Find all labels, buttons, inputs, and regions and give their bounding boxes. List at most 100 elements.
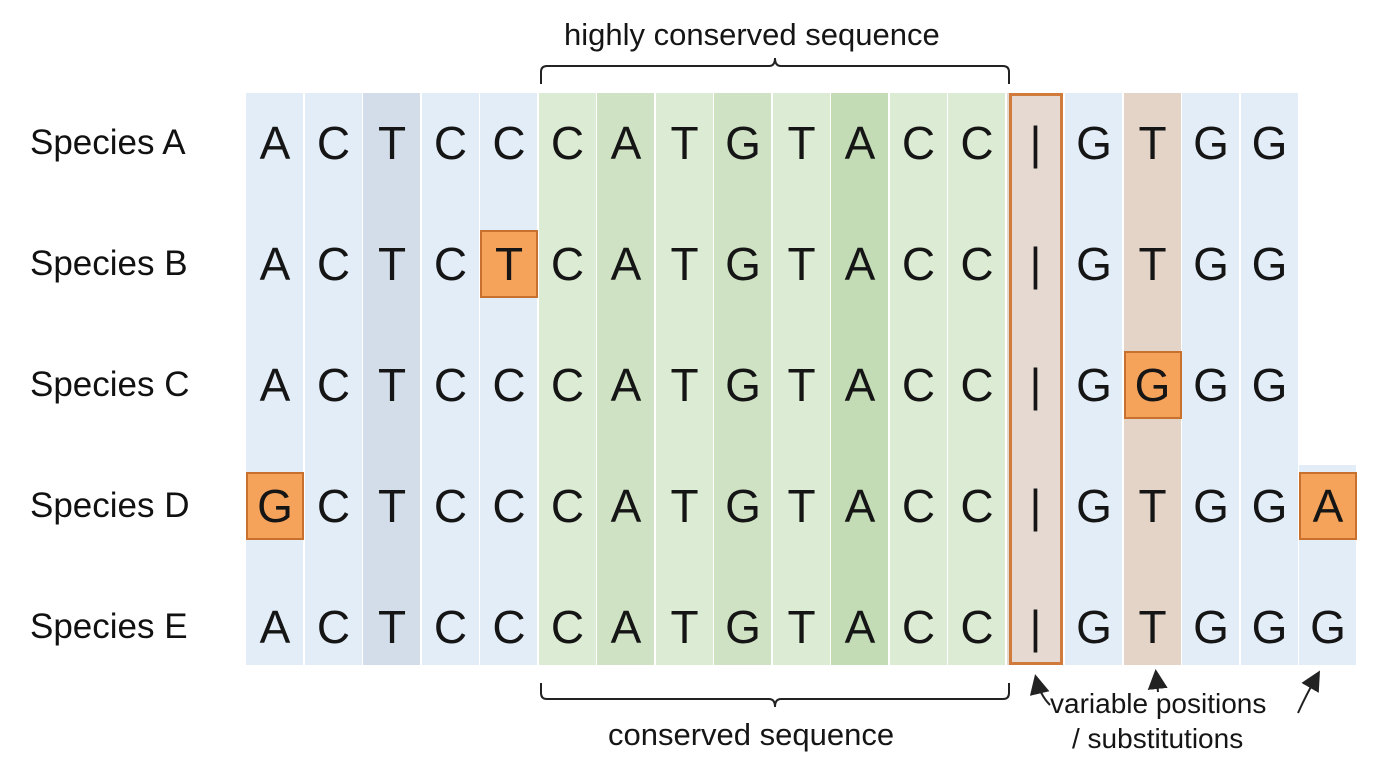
nucleotide: G [257,480,293,532]
nucleotide: C [550,359,585,411]
alignment-column-shade [889,93,947,665]
substitutions-label: / substitutions [1072,723,1244,754]
nucleotide: T [1138,480,1167,532]
nucleotide: C [316,238,351,290]
alignment-column-shade [304,93,362,665]
nucleotide: C [492,601,526,653]
species-label: Species C [30,365,190,404]
gap-marker: | [1029,480,1042,532]
alignment-column-shade [246,93,303,665]
nucleotide: C [550,601,585,653]
nucleotide: G [1251,601,1288,653]
nucleotide: G [725,359,761,411]
nucleotide: C [316,359,351,411]
nucleotide: G [1076,601,1112,653]
nucleotide: G [725,480,761,532]
alignment-column-shade [655,93,713,665]
bottom-bracket-label: conserved sequence [608,717,895,752]
nucleotide: G [1076,359,1112,411]
nucleotide: G [725,601,761,653]
nucleotide: T [787,601,816,653]
alignment-column-shade [772,93,830,665]
nucleotide: T [787,117,816,169]
nucleotide: C [492,117,526,169]
nucleotide: G [1134,359,1171,411]
gap-marker: | [1029,601,1042,653]
nucleotide: T [670,480,699,532]
nucleotide: T [787,359,816,411]
nucleotide: G [1251,480,1288,532]
nucleotide: G [1193,601,1229,653]
nucleotide: T [377,117,407,169]
nucleotide: C [433,238,468,290]
alignment-column-shade [1006,93,1062,665]
arrow-to-gap-column [1029,674,1051,706]
nucleotide: T [494,238,524,290]
nucleotide: C [901,601,936,653]
nucleotide: G [1193,480,1229,532]
nucleotide: C [550,117,585,169]
nucleotide: A [610,480,642,532]
nucleotide: T [1138,117,1167,169]
species-label: Species A [30,123,186,162]
substitution-highlight [480,230,538,298]
alignment-column-shade [831,93,888,665]
nucleotide: T [377,359,407,411]
nucleotide: C [550,238,585,290]
nucleotide: T [377,601,407,653]
substitution-highlight [1299,472,1357,540]
gap-column-box [1009,93,1063,665]
gap-marker: | [1029,359,1042,411]
nucleotide: G [1251,117,1288,169]
nucleotide: T [670,238,699,290]
nucleotide: C [960,480,994,532]
nucleotide: A [844,117,876,169]
nucleotide: A [610,359,642,411]
nucleotide: G [1310,601,1346,653]
nucleotide: C [433,480,468,532]
alignment-column-shade [1065,93,1122,665]
species-label: Species D [30,486,190,525]
substitution-highlight [1123,351,1182,419]
nucleotide: A [259,359,291,411]
top-bracket [540,57,1010,84]
nucleotide: C [492,480,526,532]
nucleotide: T [670,359,699,411]
nucleotide: C [960,601,994,653]
nucleotide: A [610,238,642,290]
nucleotide: A [259,238,291,290]
species-label: Species B [30,244,188,283]
nucleotide: G [1076,117,1112,169]
nucleotide: C [901,359,936,411]
nucleotide: T [787,238,816,290]
substitution-highlight [246,472,304,540]
nucleotide: G [1193,117,1229,169]
nucleotide: T [787,480,816,532]
gap-marker: | [1029,238,1042,290]
alignment-column-shade [363,93,420,665]
nucleotide: C [433,601,468,653]
alignment-column-shade [421,93,479,665]
alignment-column-shade [1240,93,1298,665]
nucleotide: C [433,117,468,169]
species-label: Species E [30,607,188,646]
nucleotide: C [433,359,468,411]
alignment-column-shade [1182,93,1239,665]
alignment-column-shade [480,93,537,665]
nucleotide: C [901,480,936,532]
nucleotide: A [844,601,876,653]
nucleotide: T [377,480,407,532]
nucleotide: G [1193,238,1229,290]
nucleotide: C [901,238,936,290]
nucleotide: A [610,117,642,169]
nucleotide: C [960,238,994,290]
nucleotide: G [1076,480,1112,532]
nucleotide: A [610,601,642,653]
nucleotide: A [259,601,291,653]
nucleotide: C [316,601,351,653]
nucleotide: G [725,117,761,169]
alignment-column-shade [538,93,596,665]
bottom-bracket [540,683,1010,708]
nucleotide: C [316,117,351,169]
nucleotide: A [844,359,876,411]
